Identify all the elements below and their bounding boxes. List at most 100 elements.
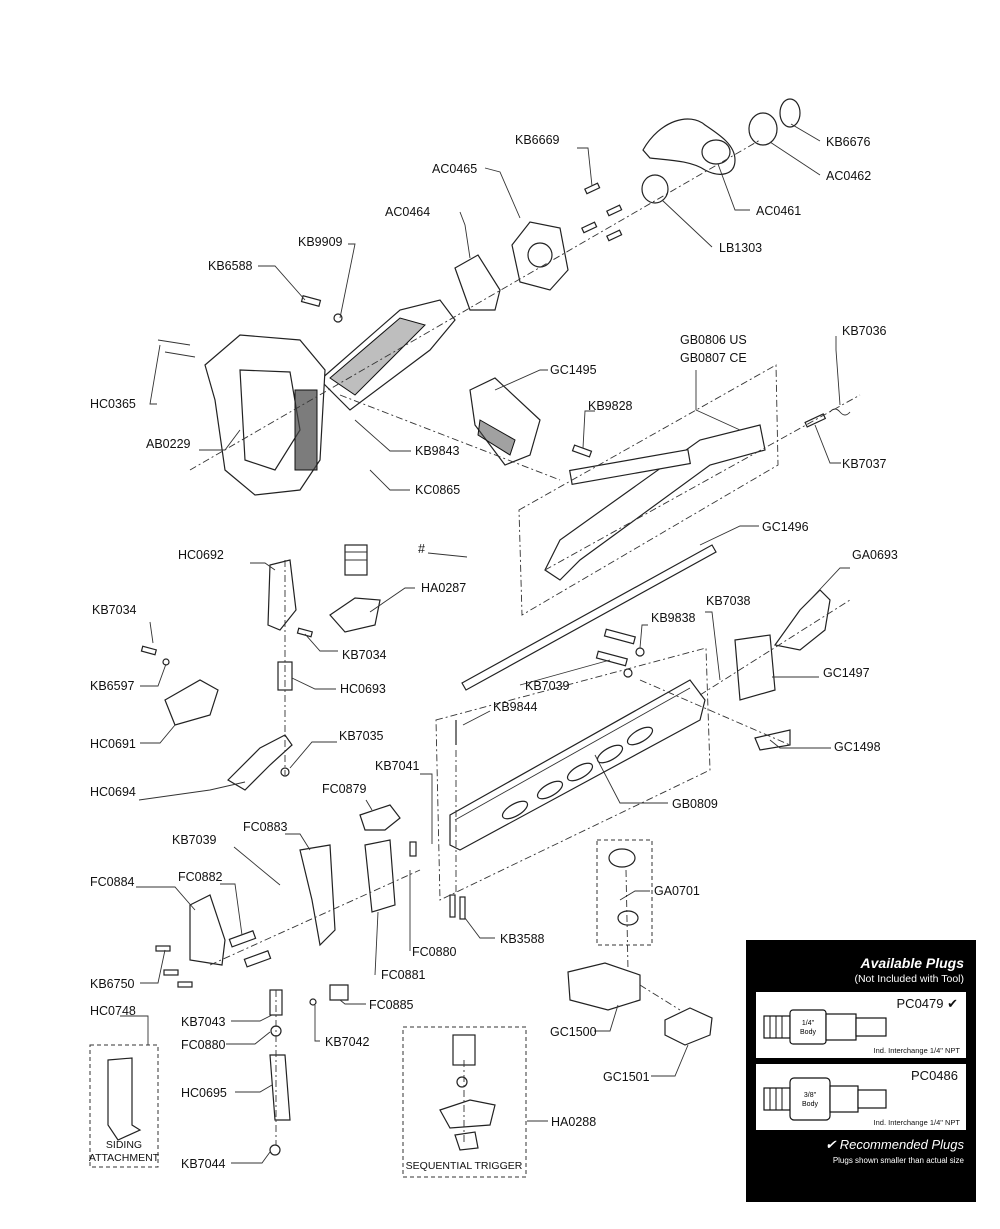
part-labels: KB6669 KB6676 AC0465 AC0462 AC0461 AC046… xyxy=(90,133,898,1171)
label-AB0229: AB0229 xyxy=(146,437,191,451)
caption-siding-2: ATTACHMENT xyxy=(89,1152,160,1164)
bolts-kb7039-kb9838 xyxy=(595,628,645,678)
clip-fc0885 xyxy=(329,984,349,1001)
label-HC0365: HC0365 xyxy=(90,397,136,411)
pusher-gb0806 xyxy=(544,424,766,581)
cap-gasket xyxy=(454,254,501,311)
available-plugs-panel: Available Plugs (Not Included with Tool)… xyxy=(746,940,976,1202)
latch-gc1498 xyxy=(754,729,791,751)
label-FC0884: FC0884 xyxy=(90,875,135,889)
nose-housing-ab0229 xyxy=(204,334,326,496)
plug1-body-word: Body xyxy=(800,1029,816,1036)
body-fc0881 xyxy=(364,839,396,913)
screw-kb9828 xyxy=(571,444,593,458)
plugs-size-note: Plugs shown smaller than actual size xyxy=(832,1156,964,1165)
label-FC0885: FC0885 xyxy=(369,998,414,1012)
spring-kb7036 xyxy=(804,408,851,428)
label-AC0461: AC0461 xyxy=(756,204,801,218)
plug-code-pc0479: PC0479 ✔ xyxy=(896,996,958,1011)
o-ring-lb1303 xyxy=(641,174,669,204)
pins-fc0882 xyxy=(228,930,272,968)
label-KB7044: KB7044 xyxy=(181,1157,226,1171)
foot-gc1500 xyxy=(567,962,641,1011)
label-KC0865: KC0865 xyxy=(415,483,460,497)
plug2-body-word: Body xyxy=(802,1101,818,1108)
rail-gc1496 xyxy=(461,544,717,691)
lever-hc0694 xyxy=(227,734,293,791)
label-KB7036: KB7036 xyxy=(842,324,887,338)
label-KB7037: KB7037 xyxy=(842,457,887,471)
label-AC0462: AC0462 xyxy=(826,169,871,183)
label-KB7041: KB7041 xyxy=(375,759,420,773)
exhaust-deflector xyxy=(642,118,736,175)
arm-hc0695 xyxy=(269,1054,291,1121)
label-KB9838: KB9838 xyxy=(651,611,696,625)
label-HC0694: HC0694 xyxy=(90,785,136,799)
pad-gc1501 xyxy=(664,1007,713,1046)
trigger-ha0287 xyxy=(329,597,381,633)
label-AC0465: AC0465 xyxy=(432,162,477,176)
label-FC0882: FC0882 xyxy=(178,870,223,884)
magazine-gb0809 xyxy=(449,679,706,851)
label-KB6669: KB6669 xyxy=(515,133,560,147)
swivel-cap xyxy=(617,910,639,926)
screws-top xyxy=(300,182,623,323)
label-HA0287: HA0287 xyxy=(421,581,466,595)
valve-hash xyxy=(344,544,368,576)
label-KB7034a: KB7034 xyxy=(92,603,137,617)
label-AC0464: AC0464 xyxy=(385,205,430,219)
screw-kb7042 xyxy=(309,998,317,1006)
label-GC1498: GC1498 xyxy=(834,740,881,754)
pins-hc0365 xyxy=(157,339,196,358)
label-KB3588: KB3588 xyxy=(500,932,545,946)
label-GC1496: GC1496 xyxy=(762,520,809,534)
plug1-body-size: 1/4" xyxy=(802,1020,815,1027)
label-FC0881: FC0881 xyxy=(381,968,426,982)
label-KB9828: KB9828 xyxy=(588,399,633,413)
plug-code-pc0486: PC0486 xyxy=(911,1068,958,1083)
gb0809-outline xyxy=(435,647,711,901)
plate-hc0691 xyxy=(164,679,219,726)
plug-interchange-pc0479: Ind. Interchange 1/4" NPT xyxy=(873,1046,960,1055)
label-KB7034b: KB7034 xyxy=(342,648,387,662)
body-fc0883 xyxy=(299,844,336,947)
seq-lever xyxy=(454,1131,479,1151)
label-KB9843: KB9843 xyxy=(415,444,460,458)
label-KB9909: KB9909 xyxy=(298,235,343,249)
plug-card-pc0479: PC0479 ✔ 1/4" Body Ind. Interchange 1/4"… xyxy=(756,992,966,1058)
latch-gc1497 xyxy=(734,634,776,701)
arm-fc0879 xyxy=(359,804,401,831)
label-HC0695: HC0695 xyxy=(181,1086,227,1100)
label-KB6597: KB6597 xyxy=(90,679,135,693)
plug-interchange-pc0486: Ind. Interchange 1/4" NPT xyxy=(873,1118,960,1127)
label-KB7038: KB7038 xyxy=(706,594,751,608)
box-ha0288 xyxy=(402,1026,527,1178)
label-GC1497: GC1497 xyxy=(823,666,870,680)
gb0806-outline xyxy=(518,364,779,616)
label-GC1501: GC1501 xyxy=(603,1070,650,1084)
label-KB7039a: KB7039 xyxy=(525,679,570,693)
plug-card-pc0486: PC0486 3/8" Body Ind. Interchange 1/4" N… xyxy=(756,1064,966,1130)
plugs-subtitle: (Not Included with Tool) xyxy=(854,973,964,985)
caption-siding-1: SIDING xyxy=(106,1139,142,1151)
tip-kb7044 xyxy=(269,1144,281,1156)
siding-attachment xyxy=(107,1057,142,1141)
label-GB0809: GB0809 xyxy=(672,797,718,811)
plug-icon-pc0479: 1/4" Body xyxy=(763,1009,887,1045)
part-shapes xyxy=(89,98,851,1178)
label-GA0693: GA0693 xyxy=(852,548,898,562)
label-KB6676: KB6676 xyxy=(826,135,871,149)
label-HC0693: HC0693 xyxy=(340,682,386,696)
plug-icon-pc0486: 3/8" Body xyxy=(763,1077,887,1121)
label-HC0691: HC0691 xyxy=(90,737,136,751)
label-FC0883: FC0883 xyxy=(243,820,288,834)
label-FC0880b: FC0880 xyxy=(181,1038,226,1052)
label-GA0701: GA0701 xyxy=(654,884,700,898)
guide-gc1495 xyxy=(469,377,541,466)
label-HC0692: HC0692 xyxy=(178,548,224,562)
label-KB7043: KB7043 xyxy=(181,1015,226,1029)
o-ring-ac0462 xyxy=(748,112,778,146)
assembly-axes xyxy=(189,139,861,1145)
label-KB7035: KB7035 xyxy=(339,729,384,743)
